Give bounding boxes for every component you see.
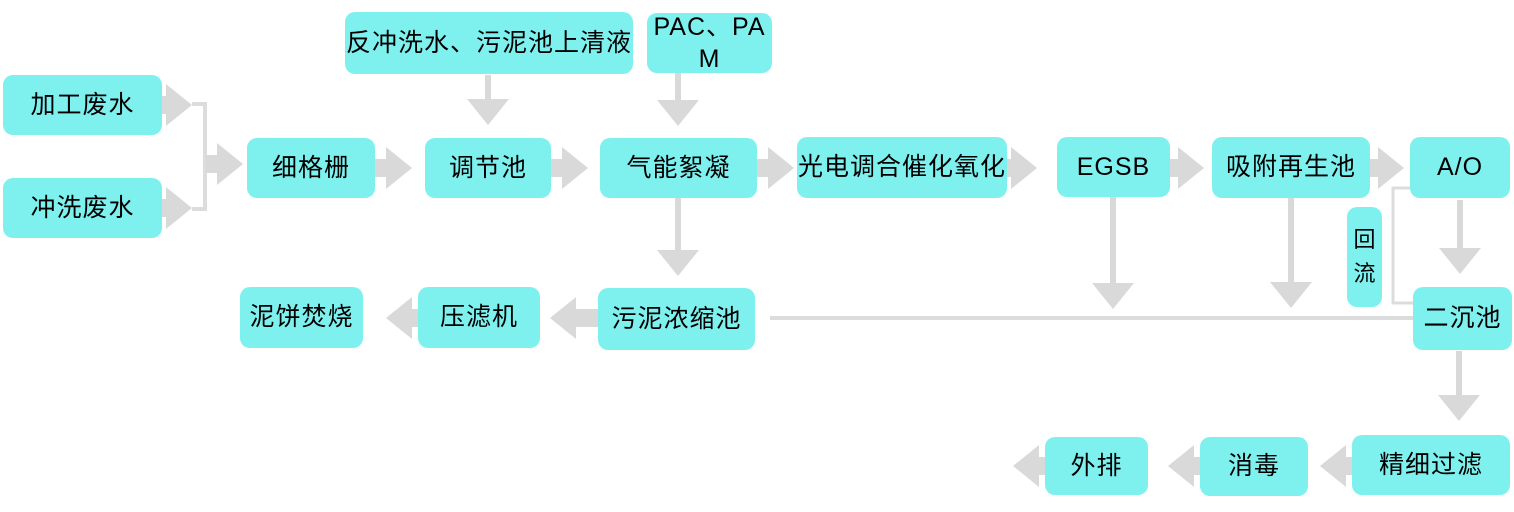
arrow-secondary-to-fine-filtration [1438, 351, 1480, 421]
arrow-regulating-to-flocculation [551, 147, 588, 189]
node-sludge-cake-incineration: 泥饼焚烧 [240, 287, 363, 348]
arrow-ao-to-secondary-clarifier [1439, 200, 1481, 274]
arrow-processing-to-merge [162, 84, 192, 126]
node-ao: A/O [1410, 137, 1510, 198]
node-fine-filtration: 精细过滤 [1352, 435, 1510, 495]
connector-merge-bracket [192, 102, 207, 211]
arrow-pac-to-flocculation [657, 73, 699, 126]
node-pac-pam: PAC、PAM [647, 13, 772, 73]
arrow-egsb-to-sludge-line [1092, 197, 1134, 309]
arrow-merge-to-fine-screen [206, 143, 243, 185]
node-secondary-clarifier: 二沉池 [1413, 287, 1512, 350]
node-rinsing-wastewater: 冲洗废水 [3, 178, 162, 238]
arrow-rinsing-to-merge [162, 187, 192, 229]
arrow-sludge-tank-to-filter-press [550, 297, 598, 339]
arrow-adsorption-to-ao [1370, 147, 1404, 189]
node-regulating-tank: 调节池 [425, 138, 551, 198]
node-filter-press: 压滤机 [418, 287, 540, 348]
arrow-egsb-to-adsorption [1170, 147, 1204, 189]
node-photoelectric-oxidation: 光电调合催化氧化 [797, 137, 1007, 198]
node-reflux-label: 回流 [1347, 207, 1382, 307]
arrow-fine-screen-to-regulating-tank [375, 147, 412, 189]
arrow-flocculation-to-oxidation [757, 147, 794, 189]
node-disinfection: 消毒 [1200, 437, 1308, 496]
arrow-backwash-to-regulating-tank [467, 75, 509, 125]
arrow-discharge-out [1013, 445, 1045, 487]
node-egsb: EGSB [1057, 137, 1170, 197]
arrow-fine-filtration-to-disinfection [1320, 445, 1352, 487]
arrow-flocculation-to-sludge-tank [657, 198, 699, 276]
arrow-filter-press-to-incineration [386, 297, 418, 339]
node-gas-flocculation: 气能絮凝 [600, 138, 757, 198]
node-fine-screen: 细格栅 [247, 138, 375, 198]
node-adsorption-regeneration-tank: 吸附再生池 [1212, 137, 1370, 198]
node-sludge-thickening-tank: 污泥浓缩池 [598, 288, 755, 350]
node-discharge: 外排 [1045, 437, 1148, 495]
arrow-oxidation-to-egsb [1005, 147, 1037, 189]
arrow-adsorption-to-sludge-line [1270, 198, 1312, 308]
arrow-disinfection-to-discharge [1168, 445, 1200, 487]
node-processing-wastewater: 加工废水 [3, 75, 162, 135]
connector-reflux-line [1391, 186, 1414, 305]
node-backwash-supernatant: 反冲洗水、污泥池上清液 [345, 12, 633, 74]
